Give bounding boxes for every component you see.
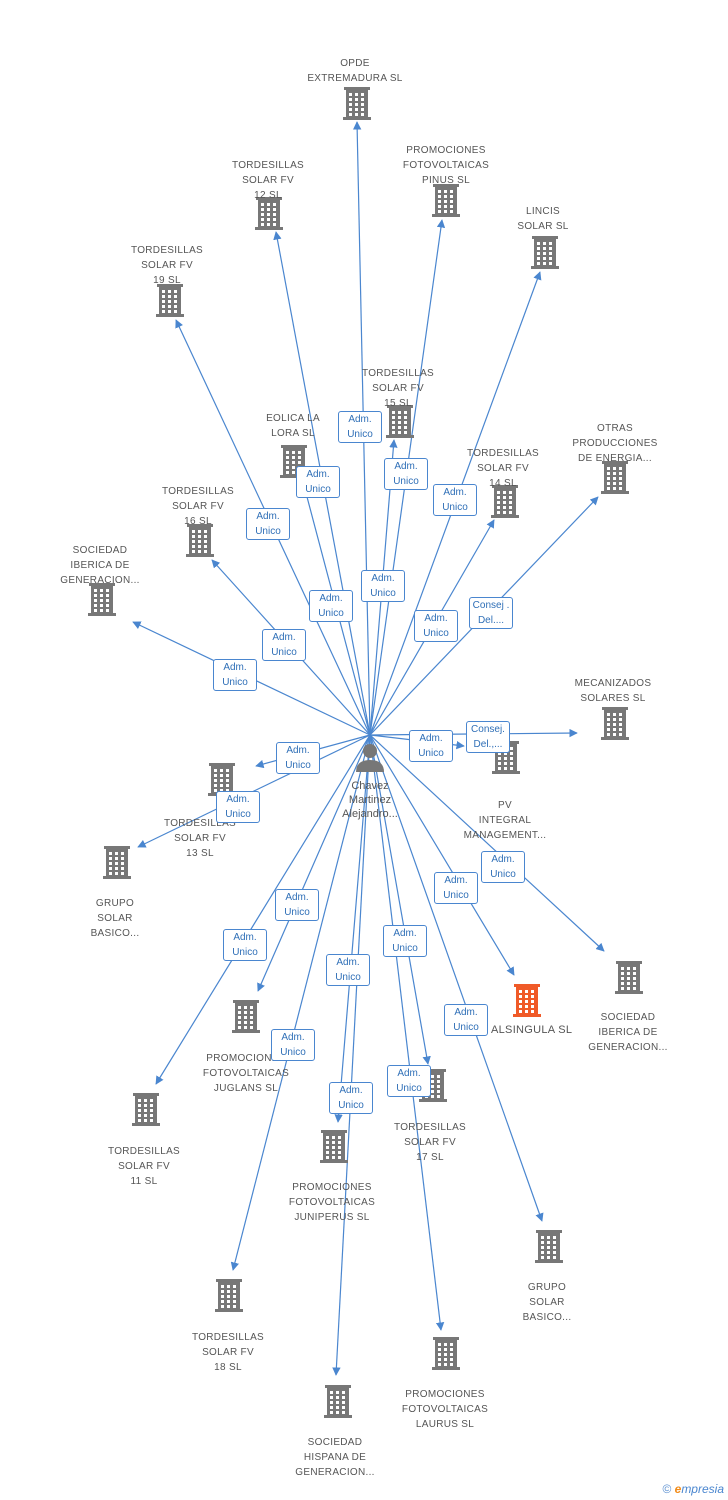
relation-edge bbox=[369, 734, 544, 1222]
relation-label[interactable]: Adm. Unico bbox=[433, 484, 477, 516]
relation-edge bbox=[369, 734, 431, 1065]
company-label[interactable]: ALSINGULA SL bbox=[491, 1024, 573, 1036]
relation-label[interactable]: Adm. Unico bbox=[444, 1004, 488, 1036]
company-label[interactable]: TORDESILLAS SOLAR FV 11 SL bbox=[107, 1146, 181, 1187]
company-label[interactable]: PROMOCIONES FOTOVOLTAICAS LAURUS SL bbox=[401, 1389, 489, 1430]
company-building-icon[interactable] bbox=[601, 707, 629, 740]
relation-label[interactable]: Adm. Unico bbox=[329, 1082, 373, 1114]
relation-label[interactable]: Adm. Unico bbox=[216, 791, 260, 823]
relation-edge bbox=[369, 734, 445, 1331]
relation-label[interactable]: Adm. Unico bbox=[213, 659, 257, 691]
company-building-icon[interactable] bbox=[320, 1130, 348, 1163]
company-building-icon[interactable] bbox=[232, 1000, 260, 1033]
company-label[interactable]: SOCIEDAD IBERICA DE GENERACION... bbox=[588, 1012, 668, 1053]
company-building-icon[interactable] bbox=[103, 846, 131, 879]
company-label[interactable]: TORDESILLAS SOLAR FV 17 SL bbox=[393, 1122, 467, 1163]
company-building-icon[interactable] bbox=[88, 583, 116, 616]
brand-logo-rest: mpresia bbox=[681, 1482, 724, 1496]
company-building-icon[interactable] bbox=[535, 1230, 563, 1263]
relation-label[interactable]: Consej . Del.... bbox=[469, 597, 513, 629]
company-label[interactable]: GRUPO SOLAR BASICO... bbox=[522, 1282, 572, 1323]
relation-label[interactable]: Adm. Unico bbox=[338, 411, 382, 443]
relation-label[interactable]: Adm. Unico bbox=[361, 570, 405, 602]
company-building-icon[interactable] bbox=[343, 87, 371, 120]
company-label[interactable]: MECANIZADOS SOLARES SL bbox=[574, 678, 652, 704]
relation-label[interactable]: Adm. Unico bbox=[387, 1065, 431, 1097]
company-label[interactable]: OTRAS PRODUCCIONES DE ENERGIA... bbox=[572, 423, 658, 464]
relation-label[interactable]: Adm. Unico bbox=[296, 466, 340, 498]
company-label[interactable]: PROMOCIONES FOTOVOLTAICAS PINUS SL bbox=[402, 145, 490, 186]
relation-label[interactable]: Adm. Unico bbox=[262, 629, 306, 661]
relation-label[interactable]: Adm. Unico bbox=[434, 872, 478, 904]
company-label[interactable]: OPDE EXTREMADURA SL bbox=[307, 58, 403, 84]
company-building-icon[interactable] bbox=[156, 284, 184, 317]
relation-label[interactable]: Adm. Unico bbox=[481, 851, 525, 883]
company-building-icon[interactable] bbox=[615, 961, 643, 994]
company-building-icon[interactable] bbox=[432, 184, 460, 217]
company-label[interactable]: PROMOCIONES FOTOVOLTAICAS JUGLANS SL bbox=[202, 1053, 290, 1094]
person-name[interactable]: Chavez Martinez Alejandro... bbox=[342, 780, 398, 820]
relation-label[interactable]: Adm. Unico bbox=[309, 590, 353, 622]
company-label[interactable]: TORDESILLAS SOLAR FV 18 SL bbox=[191, 1332, 265, 1373]
relation-label[interactable]: Adm. Unico bbox=[383, 925, 427, 957]
company-label[interactable]: TORDESILLAS SOLAR FV 19 SL bbox=[130, 245, 204, 286]
company-label[interactable]: TORDESILLAS SOLAR FV 16 SL bbox=[161, 486, 235, 527]
company-label[interactable]: SOCIEDAD HISPANA DE GENERACION... bbox=[295, 1437, 375, 1478]
company-building-icon[interactable] bbox=[215, 1279, 243, 1312]
company-label[interactable]: LINCIS SOLAR SL bbox=[517, 206, 569, 232]
company-building-icon[interactable] bbox=[132, 1093, 160, 1126]
relation-edge bbox=[257, 734, 371, 992]
relation-label[interactable]: Adm. Unico bbox=[271, 1029, 315, 1061]
person-icon[interactable] bbox=[356, 744, 384, 772]
relation-edge bbox=[155, 734, 371, 1085]
footer-brand: © empresia bbox=[662, 1482, 724, 1496]
company-label[interactable]: PROMOCIONES FOTOVOLTAICAS JUNIPERUS SL bbox=[288, 1182, 376, 1223]
company-label[interactable]: PV INTEGRAL MANAGEMENT... bbox=[463, 800, 547, 841]
relation-edge bbox=[369, 734, 515, 976]
company-building-icon[interactable] bbox=[386, 405, 414, 438]
relation-label[interactable]: Adm. Unico bbox=[409, 730, 453, 762]
company-building-icon[interactable] bbox=[186, 524, 214, 557]
company-label[interactable]: TORDESILLAS SOLAR FV 15 SL bbox=[361, 368, 435, 409]
copyright-symbol: © bbox=[662, 1482, 672, 1496]
relation-label[interactable]: Adm. Unico bbox=[276, 742, 320, 774]
company-building-icon[interactable] bbox=[531, 236, 559, 269]
brand-logo-e: e bbox=[674, 1482, 682, 1496]
relation-label[interactable]: Adm. Unico bbox=[384, 458, 428, 490]
company-label[interactable]: TORDESILLAS SOLAR FV 14 SL bbox=[466, 448, 540, 489]
company-building-icon[interactable] bbox=[513, 984, 541, 1017]
company-building-icon[interactable] bbox=[324, 1385, 352, 1418]
relation-label[interactable]: Consej. Del.,... bbox=[466, 721, 510, 753]
company-label[interactable]: TORDESILLAS SOLAR FV 12 SL bbox=[231, 160, 305, 201]
relation-edge bbox=[369, 734, 605, 952]
company-label[interactable]: TORDESILLAS SOLAR FV 13 SL bbox=[163, 818, 237, 859]
relation-edge bbox=[334, 734, 371, 1123]
company-building-icon[interactable] bbox=[491, 485, 519, 518]
relation-label[interactable]: Adm. Unico bbox=[414, 610, 458, 642]
relation-edge bbox=[332, 734, 371, 1376]
company-building-icon[interactable] bbox=[255, 197, 283, 230]
relation-label[interactable]: Adm. Unico bbox=[246, 508, 290, 540]
relation-edge bbox=[230, 734, 371, 1271]
company-building-icon[interactable] bbox=[601, 461, 629, 494]
relation-label[interactable]: Adm. Unico bbox=[223, 929, 267, 961]
company-label[interactable]: EOLICA LA LORA SL bbox=[266, 413, 320, 439]
relation-label[interactable]: Adm. Unico bbox=[326, 954, 370, 986]
company-label[interactable]: SOCIEDAD IBERICA DE GENERACION... bbox=[60, 545, 140, 586]
company-label[interactable]: GRUPO SOLAR BASICO... bbox=[90, 898, 140, 939]
company-building-icon[interactable] bbox=[432, 1337, 460, 1370]
relation-label[interactable]: Adm. Unico bbox=[275, 889, 319, 921]
